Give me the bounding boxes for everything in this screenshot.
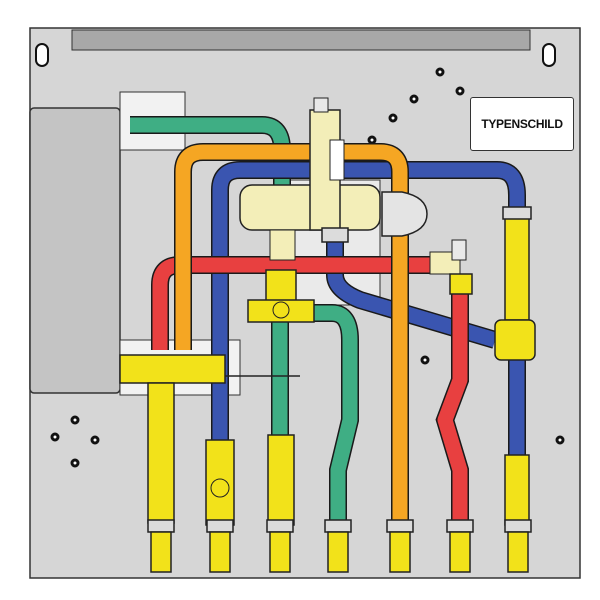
pipe-orange — [174, 143, 409, 525]
panel-holes — [50, 67, 565, 468]
safety-valve — [429, 239, 473, 295]
thermostat-head — [381, 191, 428, 237]
mounting-hole-left — [35, 43, 49, 67]
connection-2 — [206, 519, 234, 573]
mounting-hole-right — [542, 43, 556, 67]
connection-5 — [386, 519, 414, 573]
right-supply-fittings — [494, 206, 536, 526]
connection-7 — [504, 519, 532, 573]
connection-1 — [147, 519, 175, 573]
nameplate: TYPENSCHILD — [470, 97, 574, 151]
pipe-blue — [211, 161, 526, 470]
connection-3 — [266, 519, 294, 573]
connection-6 — [446, 519, 474, 573]
plate-heat-exchanger — [29, 107, 121, 394]
bottom-connections — [147, 519, 532, 573]
mixing-valve — [239, 97, 428, 261]
connection-4 — [324, 519, 352, 573]
three-way-valve-center — [247, 269, 315, 323]
nameplate-label: TYPENSCHILD — [481, 117, 563, 131]
green-pipe-fitting — [267, 434, 295, 526]
top-rail — [71, 29, 531, 51]
